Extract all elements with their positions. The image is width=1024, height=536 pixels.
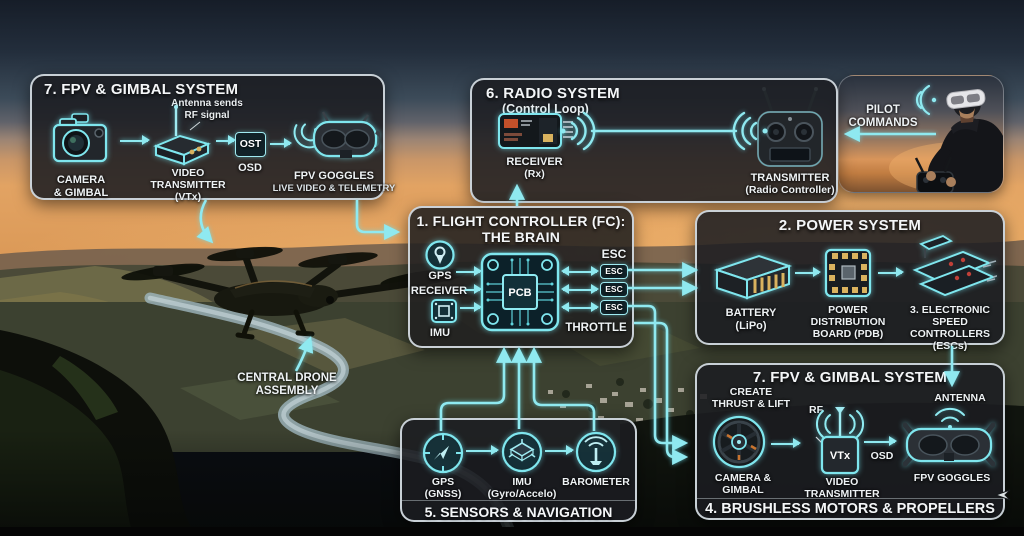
vtx-label: VIDEO TRANSMITTER (VTx) <box>150 167 226 203</box>
fc-subtitle: THE BRAIN <box>481 229 561 245</box>
arrow-pcb-esc2 <box>561 284 599 295</box>
radio-subtitle: (Control Loop) <box>502 102 589 116</box>
transmitter-sub: (Radio Controller) <box>745 184 835 196</box>
radio-system-box: 6. RADIO SYSTEM (Control Loop) RECEIVER … <box>470 78 838 203</box>
arrow-vtx-to-osd <box>216 135 236 146</box>
fpv-top-title: 7. FPV & GIMBAL SYSTEM <box>44 81 239 98</box>
battery-label: BATTERY (LiPo) <box>725 307 777 332</box>
power-esc-label: 3. ELECTRONIC SPEED CONTROLLERS (ESCs) <box>910 304 990 352</box>
sensor-gps-label: GPS (GNSS) <box>424 476 462 500</box>
arrow-pdb-to-esc <box>878 267 904 278</box>
arrow-osd-to-goggles <box>270 138 292 149</box>
fc-receiver-label: RECEIVER <box>410 285 468 297</box>
cursor <box>994 489 1011 501</box>
barometer-icon <box>575 431 617 473</box>
bottom-letterbox-bar <box>0 527 1024 536</box>
fc-gps-label: GPS <box>428 270 452 282</box>
arrow-battery-to-pdb <box>795 267 821 278</box>
svg-text:PCB: PCB <box>508 287 531 299</box>
radio-transmitter-icon <box>757 87 823 167</box>
pilot-silhouette <box>889 89 1003 192</box>
power-title: 2. POWER SYSTEM <box>778 217 922 234</box>
arrow-gps-to-imu <box>466 445 499 456</box>
pilot-photo: PILOT COMMANDS <box>838 75 1004 193</box>
thrust-note: CREATE THRUST & LIFT <box>711 386 791 410</box>
pilot-commands-label: PILOT COMMANDS <box>848 104 918 130</box>
esc-chip-3: ESC <box>600 300 628 315</box>
arrow-vtx-to-goggles <box>864 436 897 447</box>
transmitter-label: TRANSMITTER <box>750 172 830 184</box>
pdb-icon <box>824 248 872 298</box>
antenna-label: ANTENNA <box>934 392 986 404</box>
central-drone-label: CENTRAL DRONE ASSEMBLY <box>237 372 337 398</box>
pcb-icon: PCB <box>480 252 560 332</box>
gps-icon <box>425 240 455 270</box>
rf-label: RF <box>809 404 823 416</box>
flight-controller-box: 1. FLIGHT CONTROLLER (FC): THE BRAIN GPS… <box>408 206 634 348</box>
osd-chip: OST <box>235 132 266 157</box>
battery-icon <box>713 254 793 300</box>
camera-gimbal-label: CAMERA & GIMBAL <box>53 174 109 199</box>
goggles-icon-bottom <box>903 407 995 467</box>
camera-gimbal-icon <box>52 113 108 163</box>
fc-imu-label: IMU <box>429 327 451 339</box>
arrow-gps-to-pcb <box>456 266 482 277</box>
sensors-title: 5. SENSORS & NAVIGATION <box>424 504 613 520</box>
sensor-barometer-label: BAROMETER <box>562 476 630 488</box>
antenna-note: Antenna sends RF signal <box>171 98 243 121</box>
imu-chip-icon <box>501 431 543 473</box>
receiver-icon <box>498 113 573 149</box>
imu-icon <box>431 299 457 323</box>
video-transmitter-icon <box>153 105 211 166</box>
esc-chip-2: ESC <box>600 282 628 297</box>
sensors-divider <box>402 500 635 501</box>
arrow-motor-to-vtx <box>771 438 801 449</box>
motors-camera-label: CAMERA & GIMBAL <box>714 472 772 496</box>
motors-footer-title: 4. BRUSHLESS MOTORS & PROPELLERS <box>705 501 995 517</box>
esc-chip-1: ESC <box>600 264 628 279</box>
video-transmitter-label: VIDEO TRANSMITTER <box>804 476 880 500</box>
motor-propeller-icon <box>712 415 766 469</box>
pdb-label: POWER DISTRIBUTION BOARD (PDB) <box>810 304 886 340</box>
fpv-goggles-icon <box>293 111 380 158</box>
motors-fpv-box: 7. FPV & GIMBAL SYSTEM CREATE THRUST & L… <box>695 363 1005 520</box>
osd-label-bottom: OSD <box>870 450 894 462</box>
fpv-goggles-sub: LIVE VIDEO & TELEMETRY <box>272 183 396 194</box>
vtx-icon: VTx <box>815 407 864 475</box>
power-system-box: 2. POWER SYSTEM BATTERY (LiPo) POWER DIS… <box>695 210 1005 352</box>
arrow-imu-to-baro <box>545 445 574 456</box>
arrow-imu-to-pcb <box>460 302 482 313</box>
goggles-label-bottom: FPV GOGGLES <box>913 472 991 484</box>
vtx-text: VTx <box>830 450 851 462</box>
gps-compass-icon <box>422 432 464 474</box>
fpv-gimbal-top-box: 7. FPV & GIMBAL SYSTEM CAMERA & GIMBAL A… <box>30 74 395 203</box>
arrow-pcb-esc1 <box>561 266 599 277</box>
esc-stack-icon <box>912 235 997 297</box>
throttle-label: THROTTLE <box>565 322 627 334</box>
arrow-camera-to-vtx <box>120 135 150 146</box>
sensor-imu-label: IMU (Gyro/Accelo) <box>487 476 557 500</box>
motors-divider <box>697 498 1003 499</box>
radio-title: 6. RADIO SYSTEM <box>486 85 620 102</box>
fpv-goggles-label: FPV GOGGLES <box>293 170 375 182</box>
esc-header: ESC <box>601 247 627 261</box>
motors-box-title: 7. FPV & GIMBAL SYSTEM <box>752 369 948 386</box>
arrow-receiver-to-pcb <box>465 284 482 295</box>
drone-silhouette <box>121 246 468 340</box>
receiver-sub: (Rx) <box>524 168 545 180</box>
osd-label: OSD <box>238 162 262 174</box>
receiver-label: RECEIVER <box>506 156 563 168</box>
arrow-pcb-esc3 <box>561 302 599 313</box>
fc-title: 1. FLIGHT CONTROLLER (FC): <box>416 213 626 229</box>
sensors-box: GPS (GNSS) IMU (Gyro/Accelo) BAROMETER 5… <box>400 418 637 522</box>
